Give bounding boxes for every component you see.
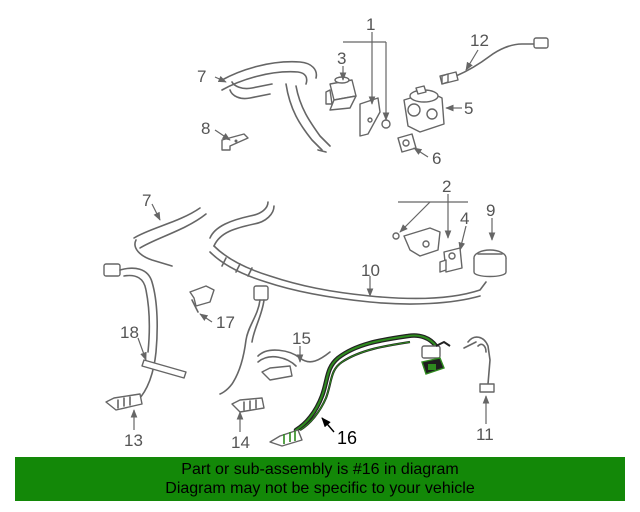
part-2-bracket	[392, 227, 441, 257]
callout-16: 16	[337, 428, 357, 448]
callout-9: 9	[486, 201, 495, 220]
part-8-bracket	[221, 133, 249, 151]
part-5-egr-valve	[403, 85, 445, 133]
part-7-upper-hose	[221, 60, 331, 153]
leader-lines	[130, 32, 496, 433]
callout-6: 6	[432, 149, 441, 168]
callout-15: 15	[292, 329, 311, 348]
callout-8: 8	[201, 119, 210, 138]
callout-17: 17	[216, 313, 235, 332]
banner-line-2: Diagram may not be specific to your vehi…	[165, 480, 475, 497]
part-14-oxygen-sensor	[219, 285, 269, 413]
callout-13: 13	[124, 431, 143, 450]
part-6-gasket	[397, 133, 417, 153]
callout-1: 1	[366, 15, 375, 34]
info-banner: Part or sub-assembly is #16 in diagram D…	[15, 457, 625, 501]
callout-14: 14	[231, 433, 250, 452]
part-12-sensor	[439, 37, 549, 85]
callout-3: 3	[337, 49, 346, 68]
callout-10: 10	[361, 261, 380, 280]
part-3-solenoid	[325, 76, 357, 111]
part-17-bracket	[189, 285, 215, 313]
part-10-fuel-line	[209, 201, 487, 305]
callout-2: 2	[442, 177, 451, 196]
callout-4: 4	[460, 209, 469, 228]
part-4-valve	[439, 247, 463, 273]
callout-7-upper: 7	[197, 67, 206, 86]
callout-18: 18	[120, 323, 139, 342]
part-15-oxygen-sensor	[257, 349, 331, 381]
part-16-oxygen-sensor	[269, 333, 451, 447]
callout-11: 11	[476, 425, 494, 444]
part-9-canister	[473, 249, 507, 278]
callout-5: 5	[464, 99, 473, 118]
callout-12: 12	[470, 31, 489, 50]
part-11-pipe	[463, 336, 495, 393]
part-7-lower-hose	[133, 207, 207, 267]
part-13-oxygen-sensor	[103, 263, 158, 411]
banner-line-1: Part or sub-assembly is #16 in diagram	[181, 461, 459, 478]
parts-diagram: 1 2 3 4 5 6 7 7 8 9 10 11 12 13 14 15 16…	[103, 15, 549, 452]
callout-7-lower: 7	[142, 191, 151, 210]
part-18-clip	[141, 359, 187, 379]
callout-labels: 1 2 3 4 5 6 7 7 8 9 10 11 12 13 14 15 16…	[120, 15, 495, 452]
